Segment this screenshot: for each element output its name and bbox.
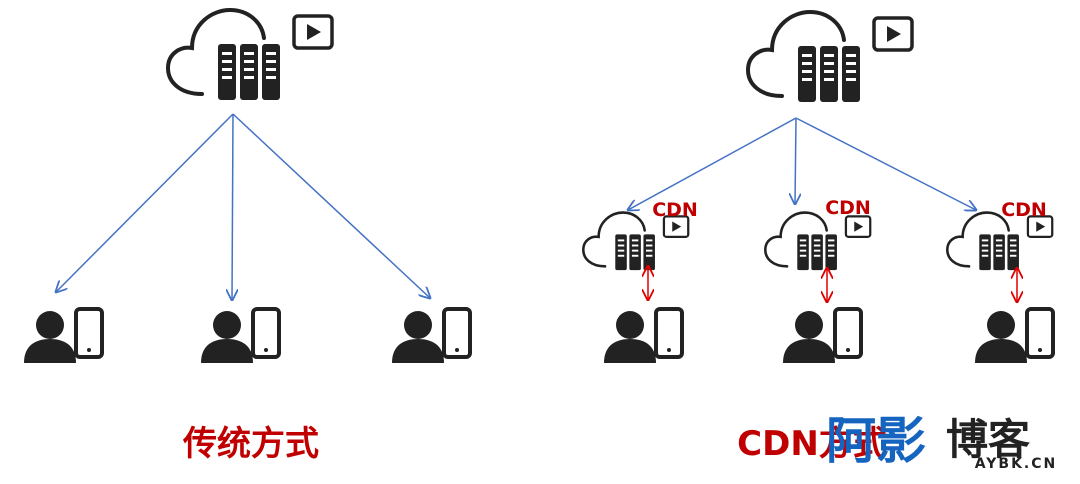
cdn-label: CDN — [1001, 199, 1047, 221]
user-phone-icon — [602, 307, 684, 365]
arrow-to-cdn-1 — [628, 117, 797, 210]
user-phone-icon — [973, 307, 1055, 365]
cdn-server-icon — [946, 211, 1054, 272]
watermark-url: AYBK.CN — [975, 456, 1057, 472]
arrow-to-user-2 — [232, 113, 233, 300]
origin-server-icon — [166, 8, 334, 102]
user-phone-icon — [199, 307, 281, 365]
cdn-diagram: CDN CDN CDN CDN方式 — [582, 10, 1055, 464]
cdn-server-icon — [764, 211, 872, 272]
cdn-node-1: CDN — [582, 199, 698, 300]
cdn-node-2: CDN — [764, 197, 872, 302]
cdn-node-3: CDN — [946, 199, 1054, 302]
origin-server-icon — [746, 10, 914, 104]
arrow-to-cdn-2 — [795, 117, 796, 204]
cdn-label: CDN — [825, 197, 871, 219]
cdn-server-icon — [582, 211, 690, 272]
arrow-to-cdn-3 — [795, 117, 976, 210]
arrow-to-user-1 — [56, 113, 234, 292]
watermark-logo: 阿影 博客 AYBK.CN — [826, 412, 1057, 472]
traditional-diagram: 传统方式 — [22, 8, 472, 464]
arrow-to-user-3 — [232, 113, 430, 298]
watermark-text-dark: 博客 — [946, 415, 1030, 464]
cdn-label: CDN — [652, 199, 698, 221]
cdn-caption: CDN方式 — [737, 424, 887, 464]
cdn-arrows — [628, 117, 976, 210]
user-phone-icon — [781, 307, 863, 365]
user-phone-icon — [390, 307, 472, 365]
watermark-text-blue: 阿影 — [826, 412, 926, 470]
user-phone-icon — [22, 307, 104, 365]
traditional-arrows — [56, 113, 430, 300]
traditional-caption: 传统方式 — [182, 424, 319, 464]
